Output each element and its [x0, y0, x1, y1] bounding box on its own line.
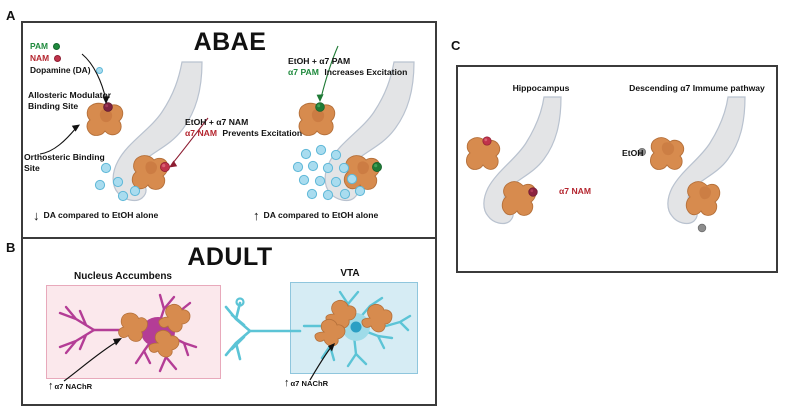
legend-item-pam-label: PAM: [30, 41, 48, 51]
up-arrow-icon: ↑: [253, 208, 260, 223]
orthosteric-binding-site-label: Orthosteric Binding Site: [24, 152, 134, 173]
hippocampus-synapse: [466, 96, 562, 225]
vta-receptors: [314, 299, 393, 347]
receptor-upper-left: [86, 102, 124, 136]
nac-receptors: [118, 303, 191, 358]
pam-annotation-line1: EtOH + α7 PAM: [288, 56, 351, 66]
panel-a-title: ABAE: [193, 28, 267, 56]
panel-c-letter: C: [451, 38, 461, 53]
nac-up-arrow-icon: ↑: [48, 380, 54, 392]
allosteric-binding-site-label: Allosteric Modulator Binding Site: [28, 90, 138, 111]
nam-dot-icon: [54, 54, 62, 62]
allosteric-binding-site-line2: Binding Site: [28, 100, 79, 111]
hippocampus-receptor-upper: [466, 136, 501, 170]
vta-up-arrow-icon: ↑: [284, 377, 290, 389]
nam-annotation-line2-red: α7 NAM: [185, 127, 218, 138]
legend-item-pam: PAM: [30, 41, 103, 51]
nac-vta-axon: [224, 297, 302, 361]
nam-annotation-line1: EtOH + α7 NAM: [185, 117, 249, 127]
vta-callout-text: α7 NAChR: [290, 378, 329, 388]
dopamine-cluster-right: [292, 144, 366, 201]
orthosteric-binding-site-line1: Orthosteric Binding: [24, 152, 105, 162]
legend-item-dopamine-label: Dopamine (DA): [30, 65, 91, 75]
panel-a-right-synapse: [292, 45, 415, 202]
legend-item-dopamine: Dopamine (DA): [30, 65, 103, 75]
pam-dot-icon: [53, 42, 60, 50]
panel-b-title: ADULT: [187, 243, 273, 271]
panel-a-left-outcome: ↓ DA compared to EtOH alone: [33, 209, 158, 222]
vta-callout: ↑ α7 NAChR: [284, 378, 328, 389]
descending-pathway-synapse: [637, 96, 746, 233]
allosteric-binding-site-line1: Allosteric Modulator: [28, 90, 112, 100]
nam-annotation-line2-black: Prevents Excitation: [222, 127, 303, 138]
orthosteric-binding-site-line2: Site: [24, 162, 40, 173]
nucleus-accumbens-label: Nucleus Accumbens: [74, 271, 172, 282]
hippocampus-title: Hippocampus: [512, 83, 570, 93]
panel-a-left-synapse: [39, 53, 209, 202]
panel-a-right-outcome-text: DA compared to EtOH alone: [263, 210, 379, 221]
descending-pathway-title: Descending α7 Immume pathway: [629, 83, 765, 93]
pam-annotation: EtOH + α7 PAM α7 PAM Increases Excitatio…: [288, 56, 443, 77]
receptor-upper-right: [298, 102, 336, 136]
nac-callout: ↑ α7 NAChR: [48, 381, 92, 392]
panel-a-legend: PAM NAM Dopamine (DA): [30, 41, 103, 77]
dopamine-cluster-left: [94, 162, 141, 202]
vta-neuron: [302, 290, 412, 381]
pam-annotation-line2-green: α7 PAM: [288, 66, 319, 77]
down-arrow-icon: ↓: [33, 208, 40, 223]
nam-annotation: EtOH + α7 NAM α7 NAM Prevents Excitation: [185, 117, 330, 138]
hippocampus-receptor-lower: [501, 181, 538, 216]
vta-label: VTA: [340, 268, 360, 279]
panel-ab-divider: [23, 237, 435, 239]
legend-item-nam: NAM: [30, 53, 103, 63]
pam-annotation-line2-black: Increases Excitation: [324, 66, 408, 77]
panel-a-left-outcome-text: DA compared to EtOH alone: [43, 210, 159, 221]
etoh-label: EtOH: [622, 148, 644, 158]
descending-receptor-upper: [650, 137, 685, 170]
receptor-lower-left: [131, 155, 170, 190]
nac-neuron: [58, 293, 198, 382]
nucleus-accumbens-box: [46, 285, 221, 379]
panel-a-right-outcome: ↑ DA compared to EtOH alone: [253, 209, 378, 222]
nac-callout-text: α7 NAChR: [54, 381, 93, 391]
legend-item-nam-label: NAM: [30, 53, 50, 63]
hippocampus-nam-label: α7 NAM: [559, 186, 592, 196]
receptor-lower-right: [343, 155, 382, 190]
panel-a-letter: A: [6, 8, 16, 23]
panel-b-letter: B: [6, 240, 16, 255]
dopamine-dot-icon: [95, 66, 103, 74]
descending-receptor-lower: [685, 181, 721, 216]
